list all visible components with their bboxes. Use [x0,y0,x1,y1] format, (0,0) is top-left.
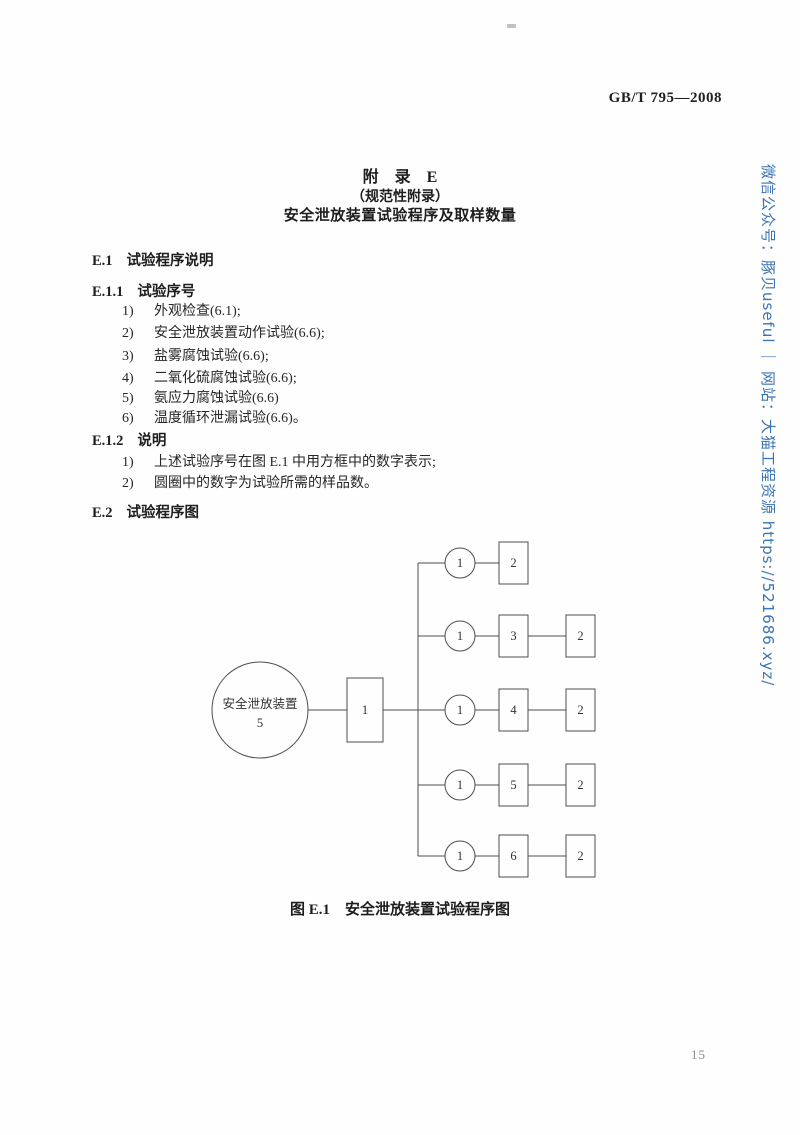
item-number: 1) [122,304,134,319]
test-step-box [565,614,596,658]
test-step-number: 5 [510,778,516,792]
test-step-number: 2 [577,778,583,792]
section-id: E.1.1 [92,284,124,300]
sample-count: 1 [457,556,463,570]
item-text: 圆圈中的数字为试验所需的样品数。 [154,476,378,491]
item-text: 氨应力腐蚀试验(6.6) [154,391,279,406]
section-heading-e2: E.2 试验程序图 [92,501,199,522]
test-step-box [498,541,529,585]
appendix-title: 附 录 E [362,169,438,186]
section-title: 试验程序图 [126,505,200,521]
item-number: 4) [122,371,134,386]
test-step-number: 3 [510,629,516,643]
section-id: E.1.2 [92,433,124,449]
source-sample-count: 5 [257,716,263,730]
list-item: 2) 圆圈中的数字为试验所需的样品数。 [122,472,378,492]
list-item: 1) 外观检查(6.1); [122,300,241,320]
list-item: 1) 上述试验序号在图 E.1 中用方框中的数字表示; [122,451,436,471]
item-number: 5) [122,391,134,406]
item-text: 盐雾腐蚀试验(6.6); [154,349,269,364]
standard-number: GB/T 795—2008 [608,90,722,106]
section-id: E.2 [92,505,113,521]
section-id: E.1 [92,253,113,269]
figure-caption: 图 E.1 安全泄放装置试验程序图 [289,902,510,918]
list-item: 5) 氨应力腐蚀试验(6.6) [122,387,279,407]
test-step-number: 2 [510,556,516,570]
section-title: 试验程序说明 [126,253,214,269]
source-device-label: 安全泄放装置 [222,696,297,711]
section-heading-e11: E.1.1 试验序号 [92,280,195,301]
test-step-number: 2 [577,703,583,717]
section-heading-e12: E.1.2 说明 [92,429,166,450]
item-number: 2) [122,326,134,341]
section-title: 试验序号 [137,284,196,300]
test-step-box [565,763,596,807]
appendix-subtitle: （规范性附录） [351,190,449,205]
list-item: 3) 盐雾腐蚀试验(6.6); [122,345,269,365]
appendix-name: 安全泄放装置试验程序及取样数量 [283,208,517,224]
item-text: 温度循环泄漏试验(6.6)。 [154,411,307,426]
item-text: 外观检查(6.1); [154,304,241,319]
list-item: 2) 安全泄放装置动作试验(6.6); [122,322,325,342]
item-text: 二氧化硫腐蚀试验(6.6); [154,371,297,386]
test-step-number: 4 [510,703,517,717]
section-title: 说明 [137,433,167,449]
test-step-number: 2 [577,849,583,863]
test-step-number: 2 [577,629,583,643]
test-procedure-flowchart: 安全泄放装置 5 1 1 2 1 3 2 1 4 2 [211,541,596,878]
watermark-text: 微信公众号：豚贝useful ｜ 网站：大猫工程资源 https://52168… [759,164,777,687]
list-item: 4) 二氧化硫腐蚀试验(6.6); [122,367,297,387]
item-text: 上述试验序号在图 E.1 中用方框中的数字表示; [154,455,436,470]
item-text: 安全泄放装置动作试验(6.6); [154,326,325,341]
page-number: 15 [691,1047,706,1062]
scan-artifact [507,24,516,28]
test-step-box [565,834,596,878]
section-heading-e1: E.1 试验程序说明 [92,249,214,270]
root-step-number: 1 [362,703,368,717]
test-step-box [565,688,596,732]
list-item: 6) 温度循环泄漏试验(6.6)。 [122,407,307,427]
item-number: 2) [122,476,134,491]
test-step-number: 6 [510,849,516,863]
sample-count: 1 [457,629,463,643]
sample-count: 1 [457,849,463,863]
item-number: 6) [122,411,134,426]
sample-count: 1 [457,778,463,792]
sample-count: 1 [457,703,463,717]
item-number: 3) [122,349,134,364]
item-number: 1) [122,455,134,470]
